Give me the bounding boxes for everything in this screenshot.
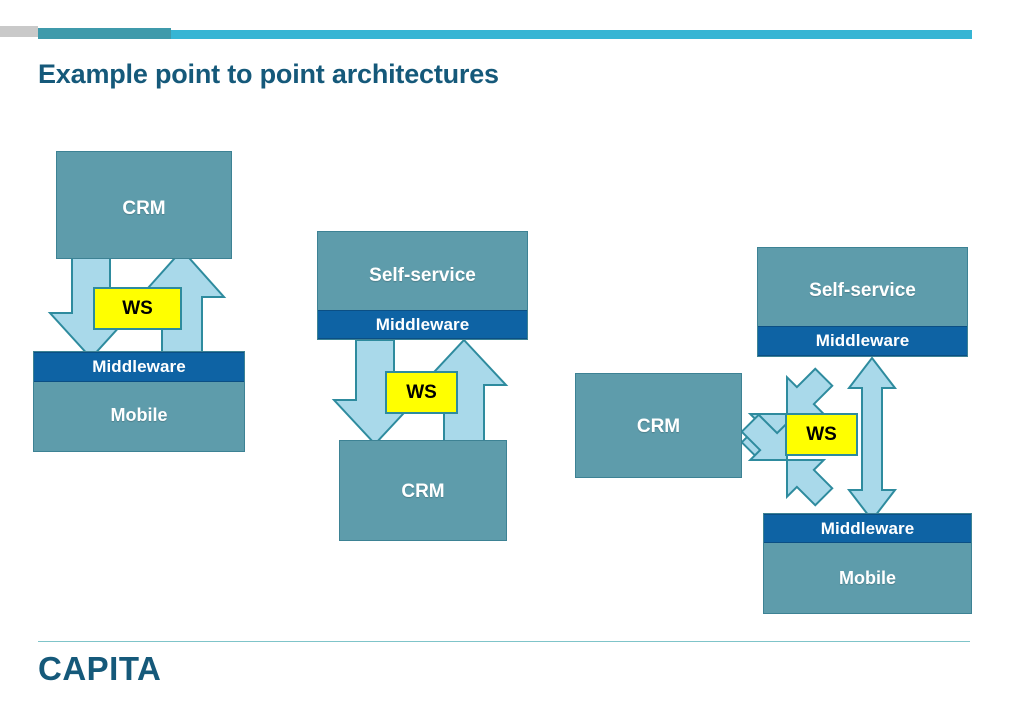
diagram-3-self-service-box[interactable]: Self-service Middleware (757, 247, 968, 357)
diagram-3-mobile-middleware-band: Middleware (764, 514, 971, 543)
diagram-2-middleware-label: Middleware (375, 314, 470, 334)
diagram-3-ws-label: WS (806, 423, 837, 445)
diagram-1-ws-label: WS (122, 297, 153, 319)
arrow-down-selfservice-to-crm (331, 339, 419, 446)
diagram-1-crm-box[interactable]: CRM (56, 151, 232, 259)
diagram-2-crm-box[interactable]: CRM (339, 440, 507, 541)
diagram-3-crm-box[interactable]: CRM (575, 373, 742, 478)
diagram-3-ws-box[interactable]: WS (785, 413, 858, 456)
capita-logo: CAPITA (38, 650, 162, 687)
diagram-2-ws-box[interactable]: WS (385, 371, 458, 414)
top-bar-cyan-segment (171, 30, 972, 39)
diagram-2-self-service-box[interactable]: Self-service Middleware (317, 231, 528, 340)
arrow-down-crm-to-mobile (47, 249, 135, 360)
diagram-3-self-service-middleware-label: Middleware (815, 331, 910, 350)
diagram-2-ws-label: WS (406, 381, 437, 403)
arrow-diagonal-crm-mobile (740, 413, 834, 507)
footer-divider (38, 641, 970, 642)
diagram-1-middleware-band: Middleware (34, 352, 244, 382)
diagram-3-mobile-box[interactable]: Middleware Mobile (763, 513, 972, 614)
diagram-3-self-service-middleware-band: Middleware (758, 326, 967, 356)
page-title: Example point to point architectures (38, 59, 499, 89)
diagram-1-middleware-label: Middleware (92, 357, 186, 376)
diagram-3-mobile-middleware-label: Middleware (820, 518, 915, 538)
diagram-2-middleware-band: Middleware (318, 310, 527, 339)
top-bar-dark-teal-segment (38, 28, 171, 39)
top-bar-gray-segment (0, 26, 38, 37)
diagram-1-ws-box[interactable]: WS (93, 287, 182, 330)
top-accent-bar (0, 26, 1023, 39)
diagram-1-mobile-box[interactable]: Middleware Mobile (33, 351, 245, 452)
